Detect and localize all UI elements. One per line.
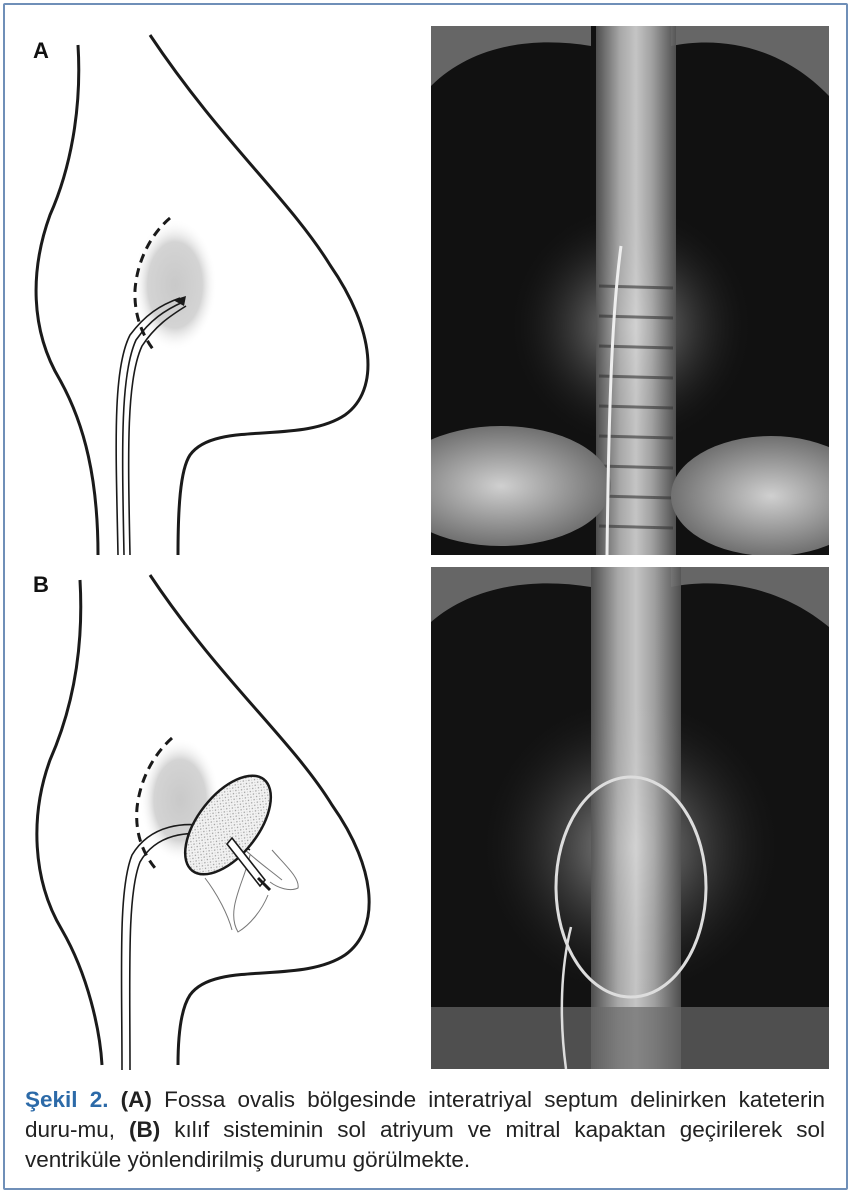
chordae-line — [205, 878, 232, 930]
fossa-ovalis-shade — [133, 219, 217, 351]
figure-caption: Şekil 2. (A) Fossa ovalis bölgesinde int… — [25, 1085, 825, 1175]
xray-image-b — [431, 567, 829, 1069]
heart-schematic-b — [0, 560, 420, 1080]
figure-label: Şekil 2. — [25, 1087, 108, 1112]
caption-part-a-marker: (A) — [108, 1087, 151, 1112]
caption-part-b-marker: (B) — [129, 1117, 160, 1142]
heart-outline-left — [37, 580, 102, 1065]
sheath-line — [130, 834, 247, 1070]
xray-image-a — [431, 26, 829, 555]
heart-outline-left — [36, 45, 98, 555]
heart-schematic-a — [0, 0, 420, 560]
chordae-line — [270, 850, 298, 890]
